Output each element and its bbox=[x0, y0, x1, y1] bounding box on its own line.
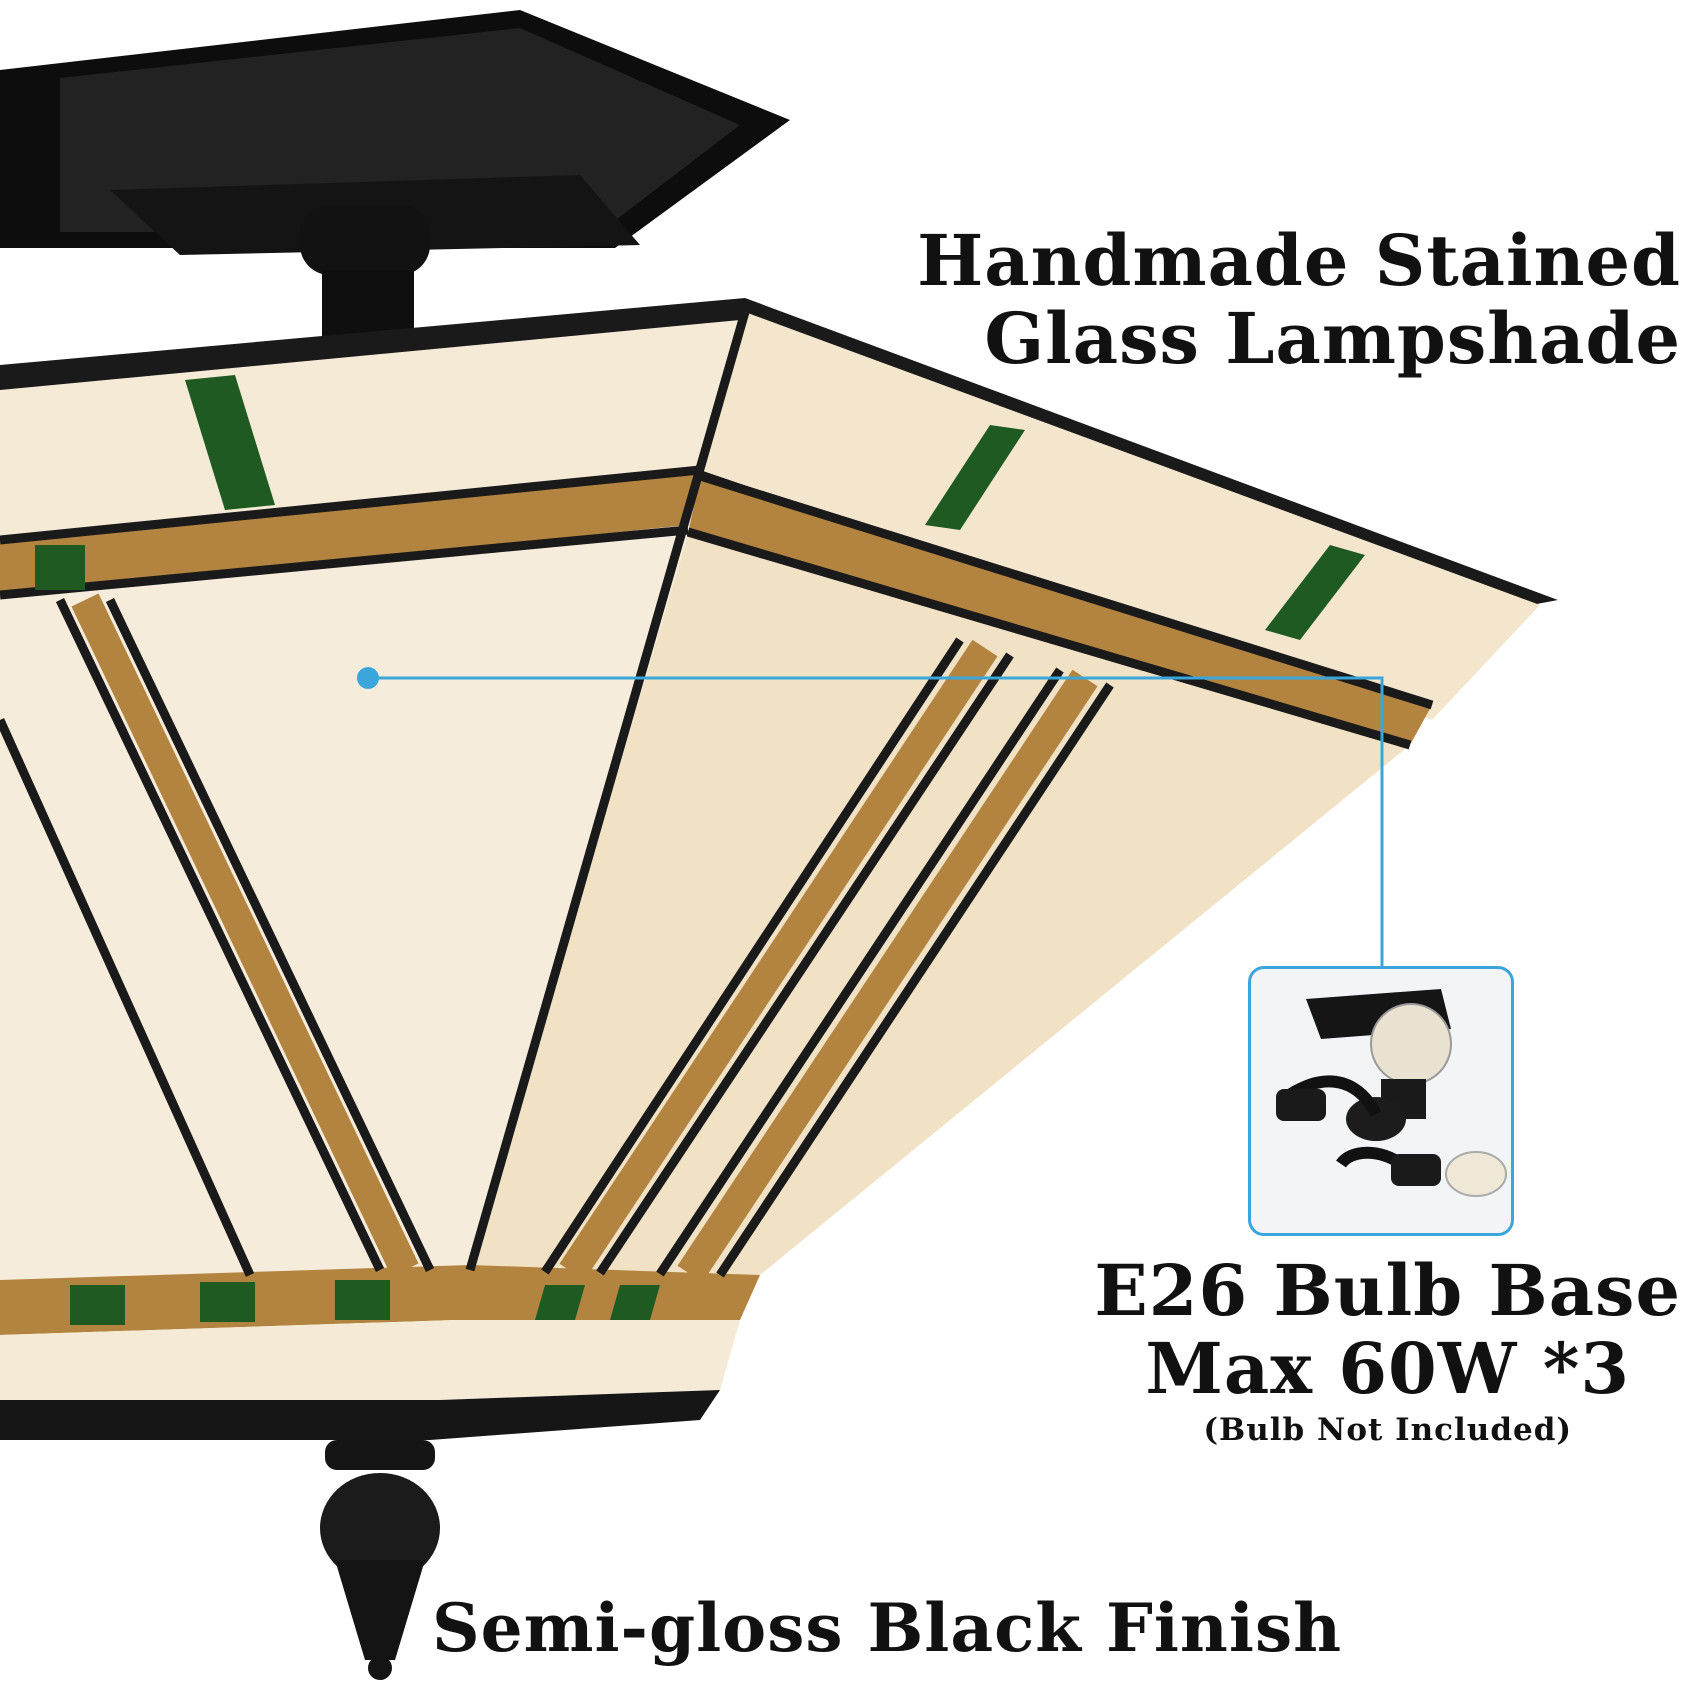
caption-bulb: E26 Bulb Base Max 60W *3 (Bulb Not Inclu… bbox=[1094, 1249, 1681, 1448]
finial bbox=[320, 1440, 440, 1680]
caption-bulb-line2: Max 60W *3 bbox=[1145, 1327, 1631, 1411]
caption-bulb-note: (Bulb Not Included) bbox=[1203, 1411, 1573, 1448]
callout-line bbox=[357, 667, 1384, 966]
caption-bulb-line1: E26 Bulb Base bbox=[1094, 1249, 1681, 1332]
caption-shade-line1: Handmade Stained bbox=[917, 219, 1681, 302]
stained-glass-shade bbox=[0, 298, 1558, 1440]
caption-shade: Handmade Stained Glass Lampshade bbox=[917, 219, 1681, 381]
ceiling-canopy bbox=[0, 10, 790, 340]
socket-photo bbox=[1276, 989, 1507, 1197]
caption-shade-line2: Glass Lampshade bbox=[984, 297, 1681, 381]
bulb-socket-inset bbox=[1248, 966, 1514, 1236]
caption-finish: Semi-gloss Black Finish bbox=[432, 1589, 1343, 1667]
